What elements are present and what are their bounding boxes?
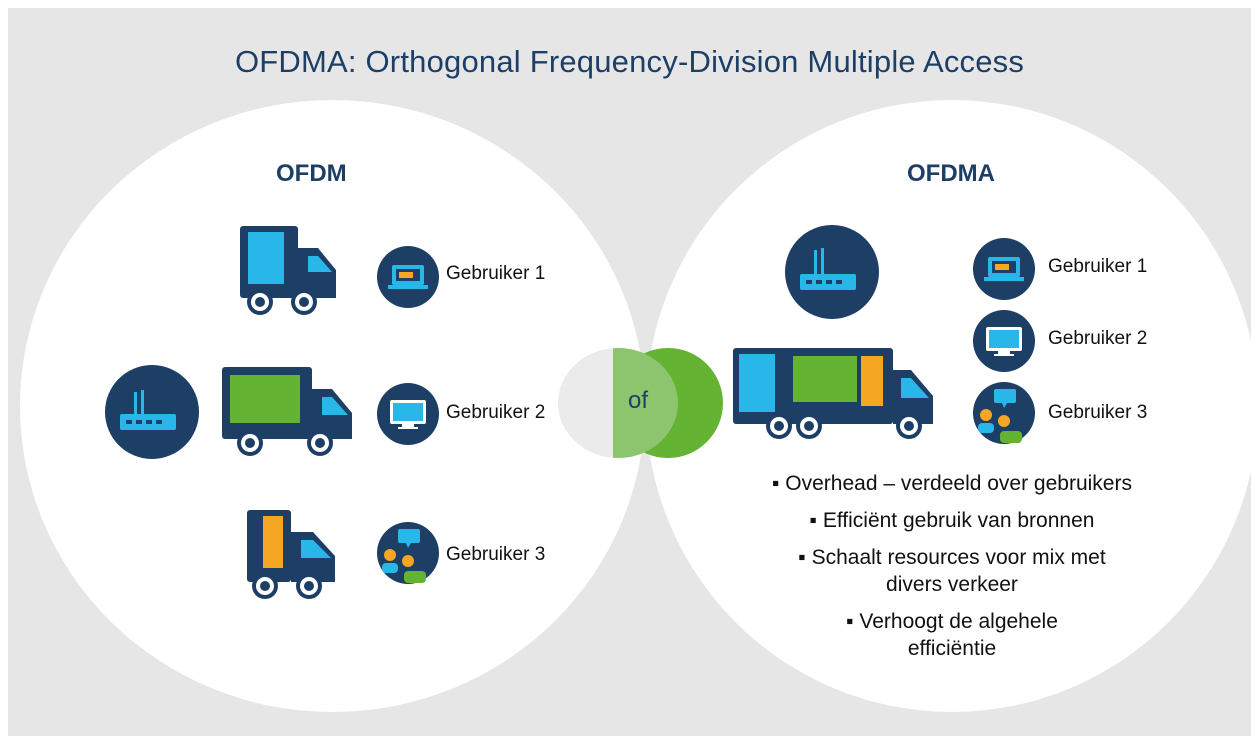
ofdma-benefits-list: ▪ Overhead – verdeeld over gebruikers ▪ …: [712, 470, 1192, 672]
truck-icon: [222, 367, 352, 456]
ofdm-heading: OFDM: [276, 160, 347, 187]
router-icon: [785, 225, 879, 319]
monitor-icon: [377, 383, 439, 445]
benefit-item: ▪ Verhoogt de algehele efficiëntie: [846, 610, 1058, 660]
ofdma-user-2-label: Gebruiker 2: [1048, 328, 1148, 349]
laptop-icon: [973, 238, 1035, 300]
ofdm-user-1-label: Gebruiker 1: [446, 263, 546, 284]
truck-icon: [240, 226, 336, 315]
benefit-item: ▪ Overhead – verdeeld over gebruikers: [772, 472, 1132, 495]
laptop-icon: [377, 246, 439, 308]
diagram-title: OFDMA: Orthogonal Frequency-Division Mul…: [234, 44, 1025, 79]
ofdma-user-1-label: Gebruiker 1: [1048, 256, 1148, 277]
chat-users-icon: [973, 382, 1035, 444]
truck-icon: [733, 348, 933, 439]
benefit-item: ▪ Efficiënt gebruik van bronnen: [809, 509, 1095, 532]
chat-users-icon: [377, 522, 439, 584]
router-icon: [105, 365, 199, 459]
benefit-item: ▪ Schaalt resources voor mix met divers …: [798, 546, 1106, 596]
ofdm-user-3-label: Gebruiker 3: [446, 544, 546, 565]
truck-icon: [247, 510, 335, 599]
or-label: of: [627, 387, 648, 414]
ofdm-user-2-label: Gebruiker 2: [446, 402, 546, 423]
overlap-lens: [613, 348, 678, 458]
ofdma-user-3-label: Gebruiker 3: [1048, 402, 1148, 423]
ofdma-heading: OFDMA: [907, 160, 995, 187]
monitor-icon: [973, 310, 1035, 372]
